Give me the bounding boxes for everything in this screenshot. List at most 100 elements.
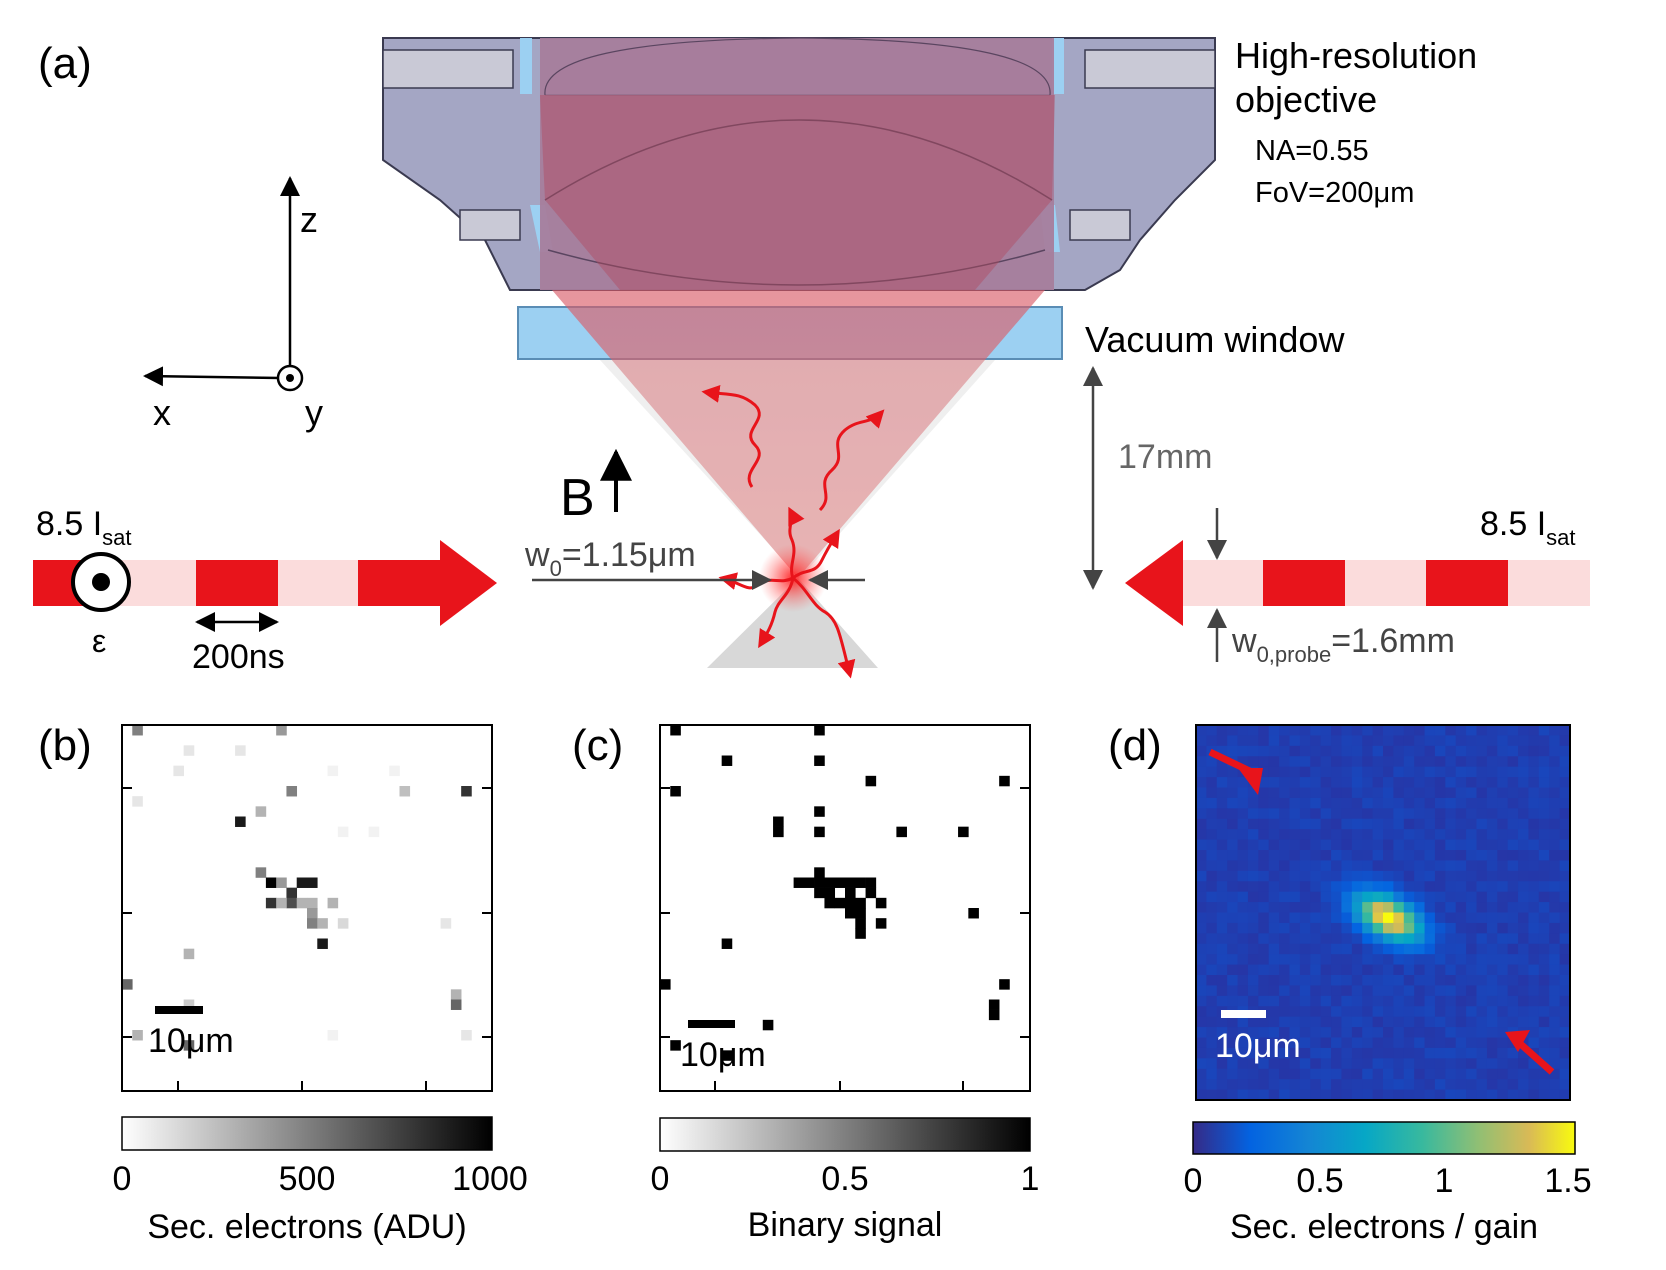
heatmap-pixel-d-6-1 <box>1206 787 1218 799</box>
heatmap-pixel-d-26-28 <box>1486 995 1498 1007</box>
heatmap-pixel-d-19-8 <box>1279 922 1290 934</box>
heatmap-pixel-c-32 <box>855 908 866 919</box>
heatmap-pixel-d-24-23 <box>1434 975 1446 986</box>
heatmap-pixel-d-32-35 <box>1559 1058 1571 1070</box>
heatmap-pixel-d-2-7 <box>1268 745 1280 757</box>
heatmap-pixel-d-6-27 <box>1476 787 1488 799</box>
heatmap-pixel-d-16-15 <box>1351 891 1363 903</box>
heatmap-pixel-c-22 <box>814 887 825 899</box>
heatmap-pixel-d-16-23 <box>1434 891 1446 903</box>
heatmap-pixel-d-10-11 <box>1310 829 1322 840</box>
heatmap-pixel-d-22-17 <box>1372 954 1384 965</box>
heatmap-pixel-d-17-15 <box>1351 902 1363 913</box>
heatmap-pixel-b-33 <box>440 918 452 929</box>
heatmap-pixel-d-26-6 <box>1258 995 1270 1007</box>
heatmap-pixel-d-18-1 <box>1206 912 1218 924</box>
heatmap-pixel-d-2-0 <box>1196 745 1207 757</box>
heatmap-pixel-d-14-9 <box>1289 870 1301 882</box>
heatmap-pixel-d-28-22 <box>1424 1016 1436 1028</box>
heatmap-pixel-d-17-22 <box>1424 902 1436 913</box>
heatmap-pixel-d-8-8 <box>1279 808 1290 820</box>
heatmap-pixel-d-16-30 <box>1507 891 1519 903</box>
heatmap-pixel-d-33-22 <box>1424 1068 1436 1080</box>
heatmap-pixel-d-9-15 <box>1351 818 1363 830</box>
heatmap-pixel-d-1-0 <box>1196 735 1207 747</box>
heatmap-pixel-d-34-20 <box>1403 1079 1415 1090</box>
heatmap-pixel-d-8-27 <box>1476 808 1488 820</box>
heatmap-pixel-d-11-7 <box>1268 839 1280 851</box>
heatmap-pixel-d-17-8 <box>1279 902 1290 913</box>
heatmap-pixel-d-23-19 <box>1393 964 1405 976</box>
heatmap-pixel-d-20-19 <box>1393 933 1405 945</box>
heatmap-pixel-d-14-20 <box>1403 870 1415 882</box>
heatmap-pixel-d-35-16 <box>1362 1089 1374 1101</box>
heatmap-pixel-d-10-9 <box>1289 829 1301 840</box>
heatmap-pixel-d-16-33 <box>1538 891 1550 903</box>
heatmap-pixel-d-32-27 <box>1476 1058 1488 1070</box>
heatmap-pixel-d-8-28 <box>1486 808 1498 820</box>
heatmap-pixel-d-23-7 <box>1268 964 1280 976</box>
heatmap-pixel-d-31-34 <box>1549 1047 1561 1059</box>
heatmap-pixel-d-21-5 <box>1247 943 1259 955</box>
heatmap-pixel-d-12-17 <box>1372 850 1384 861</box>
heatmap-pixel-d-1-4 <box>1237 735 1249 747</box>
light-cone-shadow <box>600 360 995 578</box>
heatmap-pixel-d-4-34 <box>1549 766 1561 778</box>
panel-b-scalebar <box>155 1006 203 1014</box>
heatmap-pixel-d-20-24 <box>1445 933 1457 945</box>
heatmap-pixel-d-8-14 <box>1341 808 1353 820</box>
heatmap-pixel-d-30-5 <box>1247 1037 1259 1049</box>
heatmap-pixel-d-17-5 <box>1247 902 1259 913</box>
heatmap-pixel-d-25-33 <box>1538 985 1550 997</box>
heatmap-pixel-d-26-32 <box>1528 995 1540 1007</box>
heatmap-pixel-d-35-27 <box>1476 1089 1488 1101</box>
heatmap-pixel-d-25-26 <box>1466 985 1477 997</box>
heatmap-pixel-d-22-13 <box>1331 954 1342 965</box>
heatmap-pixel-d-34-28 <box>1486 1079 1498 1090</box>
heatmap-pixel-d-28-27 <box>1476 1016 1488 1028</box>
heatmap-pixel-d-18-4 <box>1237 912 1249 924</box>
heatmap-pixel-d-24-30 <box>1507 975 1519 986</box>
heatmap-pixel-d-1-26 <box>1466 735 1477 747</box>
heatmap-pixel-d-21-35 <box>1559 943 1571 955</box>
heatmap-pixel-b-10 <box>255 806 267 817</box>
heatmap-pixel-d-31-1 <box>1206 1047 1218 1059</box>
heatmap-pixel-d-0-15 <box>1351 725 1363 736</box>
heatmap-pixel-d-3-31 <box>1518 756 1529 768</box>
heatmap-pixel-d-22-20 <box>1403 954 1415 965</box>
heatmap-pixel-d-10-32 <box>1528 829 1540 840</box>
heatmap-pixel-d-26-34 <box>1549 995 1561 1007</box>
heatmap-pixel-d-32-21 <box>1414 1058 1425 1070</box>
heatmap-pixel-d-28-33 <box>1538 1016 1550 1028</box>
heatmap-pixel-d-18-28 <box>1486 912 1498 924</box>
heatmap-pixel-d-10-10 <box>1299 829 1311 840</box>
heatmap-pixel-c-17 <box>824 877 836 888</box>
heatmap-pixel-d-14-22 <box>1424 870 1436 882</box>
heatmap-pixel-d-31-33 <box>1538 1047 1550 1059</box>
panel-c-colorbar-label: Binary signal <box>748 1206 943 1244</box>
heatmap-pixel-d-15-20 <box>1403 881 1415 893</box>
heatmap-pixel-d-18-9 <box>1289 912 1301 924</box>
heatmap-pixel-d-31-5 <box>1247 1047 1259 1059</box>
heatmap-pixel-d-8-15 <box>1351 808 1363 820</box>
heatmap-pixel-d-15-12 <box>1320 881 1332 893</box>
heatmap-pixel-d-19-29 <box>1497 922 1509 934</box>
heatmap-pixel-d-12-13 <box>1331 850 1342 861</box>
heatmap-pixel-d-2-31 <box>1518 745 1529 757</box>
heatmap-pixel-d-25-25 <box>1455 985 1467 997</box>
heatmap-pixel-d-32-32 <box>1528 1058 1540 1070</box>
heatmap-pixel-d-33-10 <box>1299 1068 1311 1080</box>
heatmap-pixel-d-14-15 <box>1351 870 1363 882</box>
heatmap-pixel-d-20-4 <box>1237 933 1249 945</box>
heatmap-pixel-d-19-31 <box>1518 922 1529 934</box>
heatmap-pixel-d-24-33 <box>1538 975 1550 986</box>
heatmap-pixel-d-3-24 <box>1445 756 1457 768</box>
heatmap-pixel-d-29-25 <box>1455 1027 1467 1038</box>
heatmap-pixel-d-13-3 <box>1227 860 1238 872</box>
heatmap-pixel-d-8-3 <box>1227 808 1238 820</box>
heatmap-pixel-d-13-19 <box>1393 860 1405 872</box>
heatmap-pixel-d-26-12 <box>1320 995 1332 1007</box>
heatmap-pixel-d-14-28 <box>1486 870 1498 882</box>
heatmap-pixel-d-11-16 <box>1362 839 1374 851</box>
heatmap-pixel-d-23-25 <box>1455 964 1467 976</box>
